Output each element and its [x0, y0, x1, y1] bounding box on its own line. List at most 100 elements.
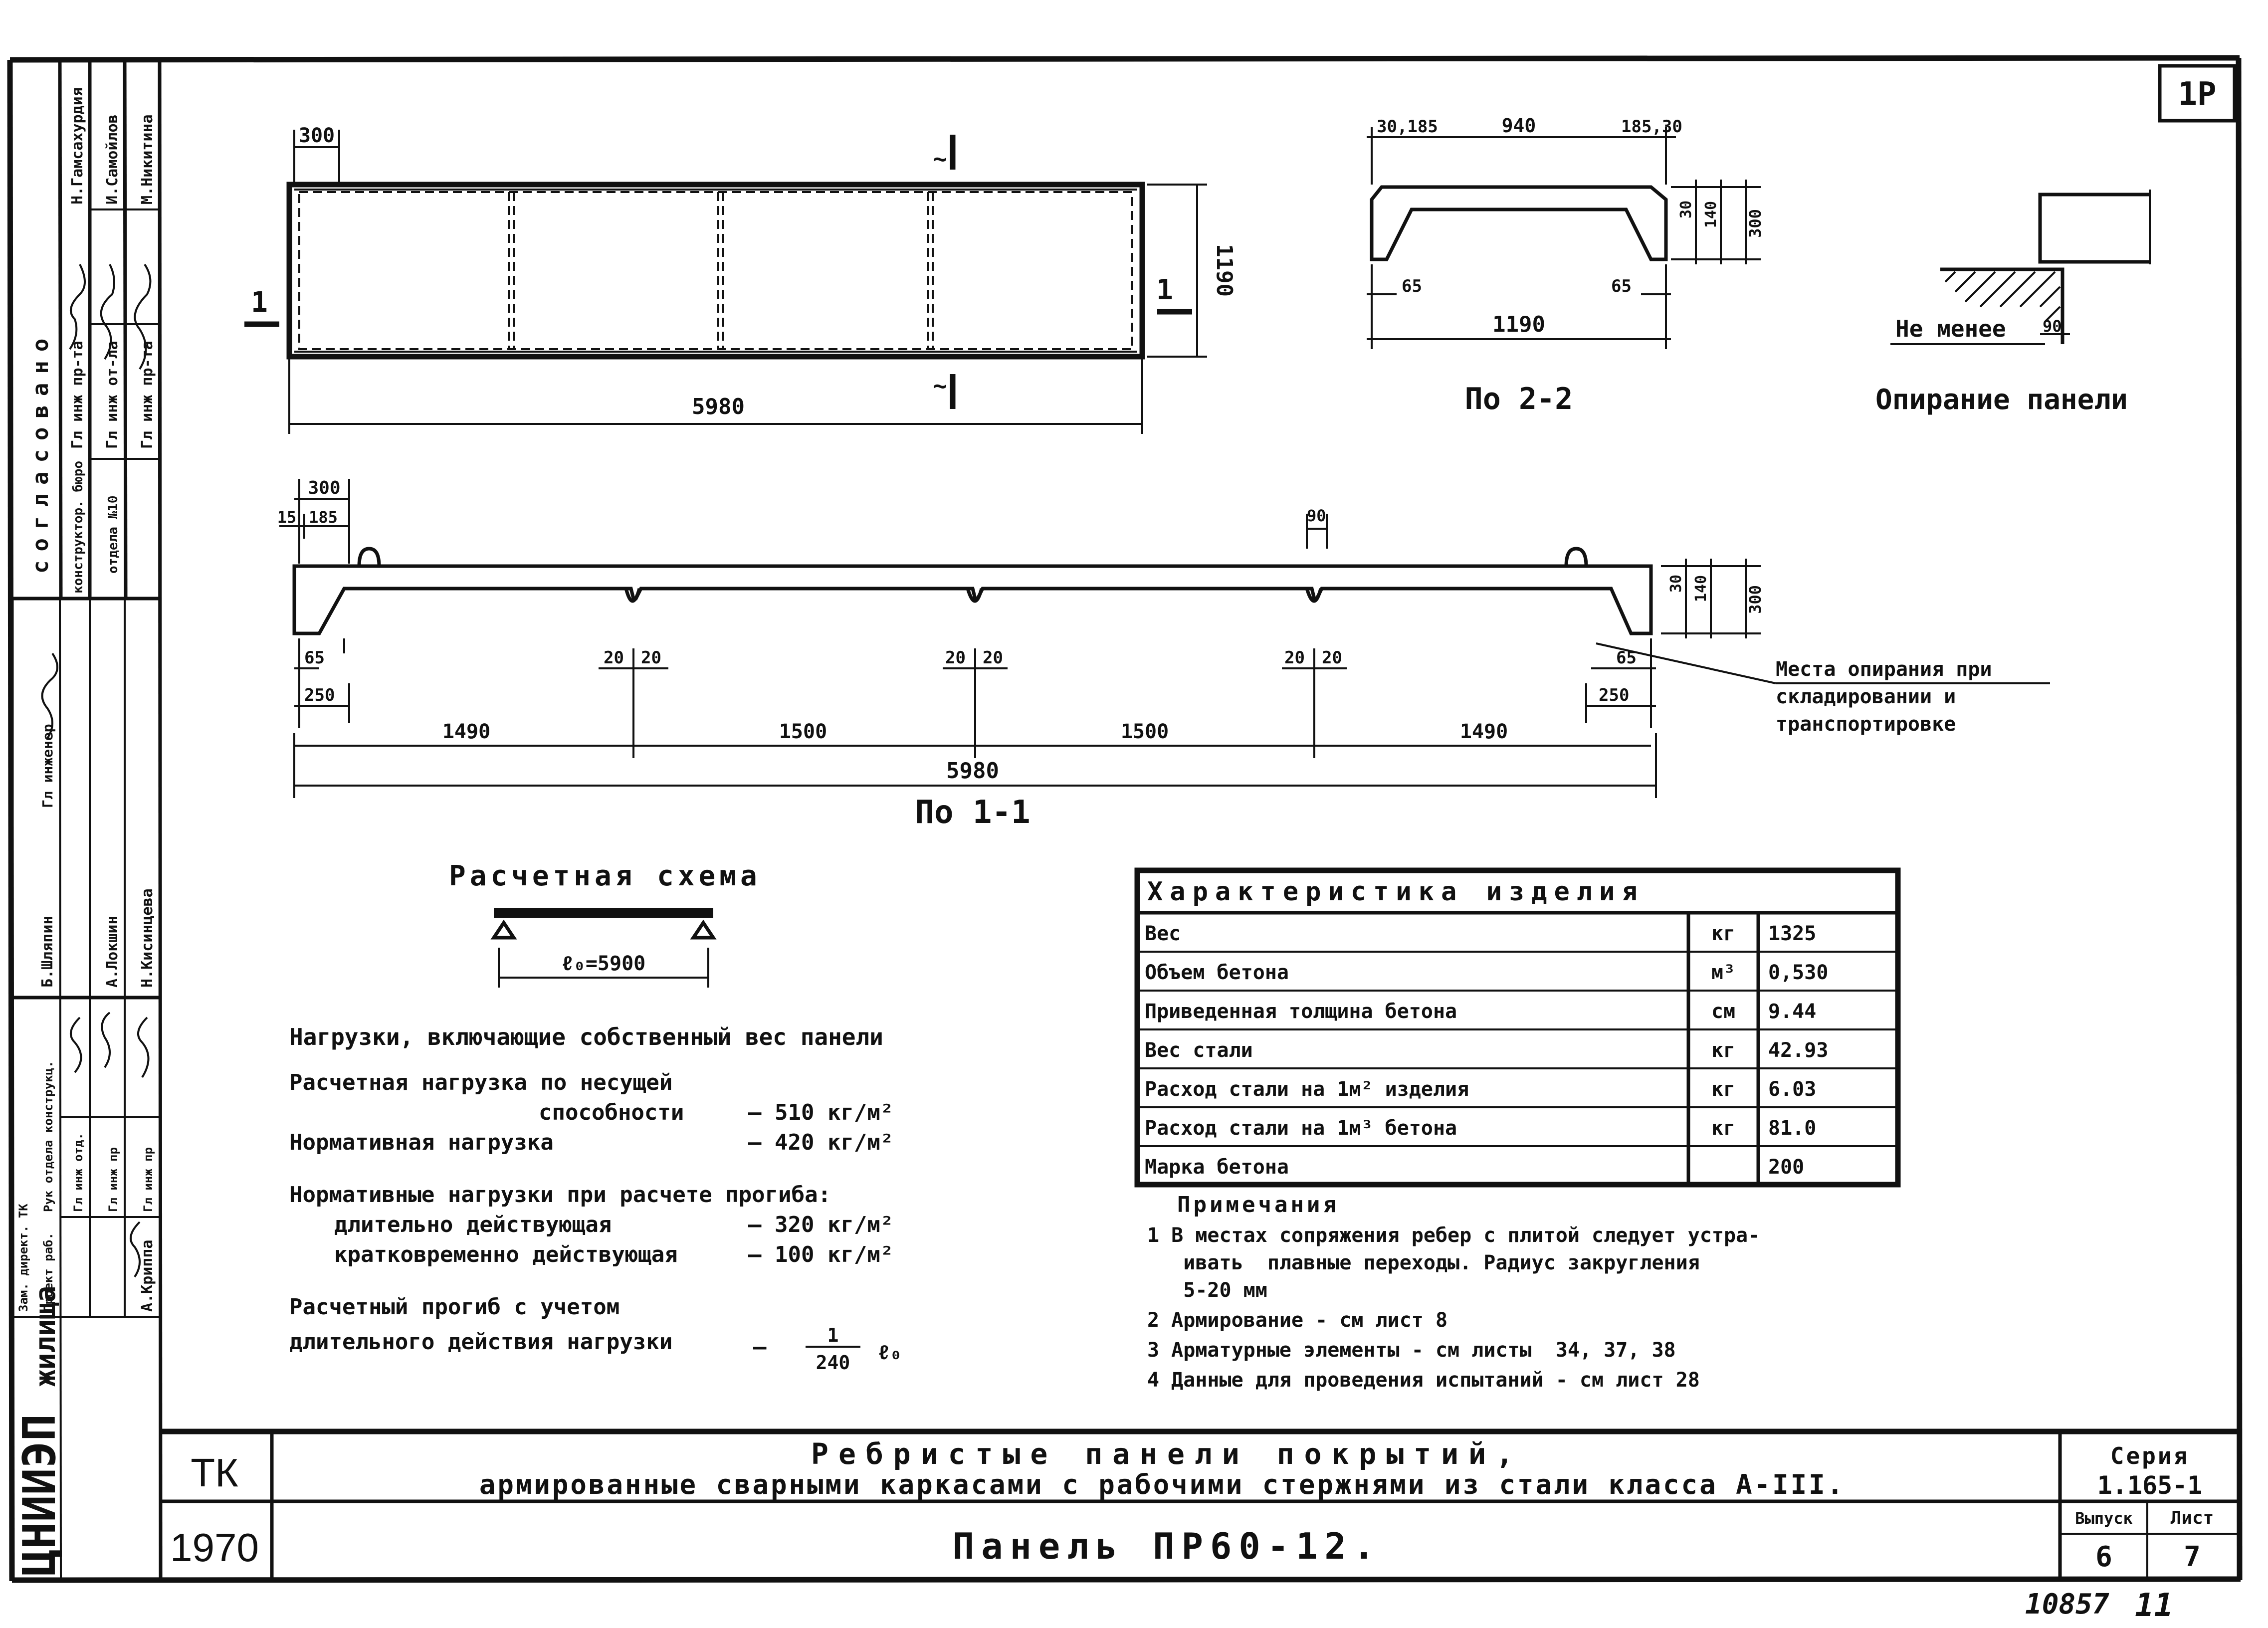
table-row-1-unit: кг [1711, 922, 1735, 945]
plan-dim-width: 1190 [1212, 244, 1237, 297]
tb-title-2: армированные сварными каркасами с рабочи… [479, 1469, 1845, 1500]
side-role-5: Гл инж пр [141, 1147, 155, 1212]
loads-block: Нагрузки, включающие собственный вес пан… [289, 1023, 902, 1374]
tb-title-1: Ребристые панели покрытий, [811, 1437, 1523, 1471]
table-row-7-name: Марка бетона [1145, 1156, 1289, 1179]
table-row-7-value: 200 [1768, 1156, 1804, 1179]
staff-name-1: Б.Шляпин [39, 916, 56, 988]
table-row-4-unit: кг [1711, 1039, 1735, 1062]
loads-heading: Нагрузки, включающие собственный вес пан… [289, 1023, 883, 1050]
note-line-2: ивать плавные переходы. Радиус закруглен… [1147, 1251, 1700, 1274]
tb-year: 1970 [170, 1525, 259, 1570]
s11-rib-dim-2a: 20 [945, 648, 966, 668]
tb-issue-value: 6 [2095, 1541, 2112, 1573]
org-name-2: жилища [29, 1286, 62, 1387]
loads-l5: кратковременно действующая [334, 1242, 678, 1267]
tb-sheet-label: Лист [2171, 1508, 2214, 1528]
s11-dim-side-140: 140 [1692, 575, 1710, 602]
loads-l1b: способности [539, 1100, 684, 1125]
approval-role-1: Гл инж пр-та [69, 341, 86, 449]
loads-v1: – 510 кг/м² [748, 1100, 893, 1125]
loads-l2: Нормативная нагрузка [289, 1130, 554, 1155]
table-row-6-unit: кг [1711, 1117, 1735, 1140]
s11-span-1: 1490 [442, 720, 490, 743]
s22-dim-side-30: 30 [1677, 201, 1695, 218]
s11-dim-300: 300 [308, 478, 340, 498]
note-line-4: 2 Армирование - см лист 8 [1147, 1309, 1447, 1332]
approval-name-3: М.Никитина [139, 114, 156, 204]
s11-dim-185: 185 [309, 508, 338, 527]
s22-dim-top-left: 30,185 [1377, 117, 1438, 137]
footer: 10857 11 [2025, 1587, 2173, 1624]
approval-dept: конструктор. бюро [71, 461, 86, 594]
approval-name-2: И.Самойлов [104, 114, 121, 204]
approval-dept2: отдела №10 [106, 495, 121, 574]
s11-span-4: 1490 [1460, 720, 1508, 743]
side-role-3: Гл инж отд. [71, 1133, 85, 1212]
tb-title-3: Панель ПР60-12. [953, 1525, 1382, 1567]
title-block: ТК 1970 Ребристые панели покрытий, армир… [161, 1428, 2240, 1580]
s11-rib-dim-2b: 20 [983, 648, 1003, 668]
loads-v4: – 320 кг/м² [748, 1212, 893, 1237]
approval-heading: согласовано [28, 330, 53, 574]
design-scheme: Расчетная схема ℓ₀=5900 [449, 860, 761, 988]
loads-l3: Нормативные нагрузки при расчете прогиба… [289, 1182, 831, 1208]
plan-view: 300 5980 1190 1 1 ~ ~ [244, 124, 1237, 434]
note-line-1: 1 В местах сопряжения ребер с плитой сле… [1147, 1224, 1760, 1247]
s22-dim-side-140: 140 [1702, 201, 1720, 228]
note-line-5: 3 Арматурные элементы - см листы 34, 37,… [1147, 1339, 1676, 1362]
scheme-span: ℓ₀=5900 [562, 952, 646, 975]
s22-dim-top-mid: 940 [1502, 115, 1536, 137]
support-dim: 90 [2043, 317, 2062, 336]
table-row-1-value: 1325 [1768, 922, 1816, 945]
s22-label: По 2-2 [1465, 382, 1573, 416]
table-row-4-name: Вес стали [1145, 1039, 1253, 1062]
note-line-6: 4 Данные для проведения испытаний - см л… [1147, 1369, 1700, 1392]
sheet-frame [7, 55, 2243, 1583]
approval-texts: согласовано Гл инж пр-та Гл инж от-ла Гл… [13, 87, 156, 1576]
support-caption: Опирание панели [1875, 384, 2128, 416]
notes-block: Примечания 1 В местах сопряжения ребер с… [1147, 1192, 1760, 1392]
s22-dim-bottom-left: 65 [1402, 276, 1422, 296]
support-detail: 90 Не менее Опирание панели [1875, 190, 2151, 416]
s11-rib-dim-1b: 20 [641, 648, 661, 668]
table-row-5-unit: кг [1711, 1078, 1735, 1101]
footer-page: 11 [2135, 1587, 2173, 1624]
footer-archive: 10857 [2025, 1588, 2109, 1621]
s11-dim-side-300: 300 [1746, 585, 1765, 614]
tb-series-label: Серия [2110, 1442, 2189, 1469]
table-row-3-name: Приведенная толщина бетона [1145, 1000, 1457, 1023]
plan-section-mark-left: 1 [251, 286, 268, 319]
s11-total: 5980 [946, 758, 999, 784]
loads-v7-num: 1 [827, 1324, 839, 1346]
s11-note-line3: транспортировке [1776, 713, 1956, 736]
s11-span-3: 1500 [1121, 720, 1169, 743]
s22-dim-width: 1190 [1492, 312, 1545, 337]
loads-l4: длительно действующая [334, 1212, 612, 1237]
staff-name-2: А.Локшин [104, 916, 121, 988]
table-row-2-value: 0,530 [1768, 961, 1828, 984]
s22-dim-side-300: 300 [1746, 209, 1765, 238]
approval-name-1: Н.Гамсахурдия [69, 87, 86, 204]
loads-v7-dash: – [753, 1334, 767, 1360]
section-1-1: 300 15 185 90 30 140 300 65 250 65 250 [277, 478, 2050, 831]
side-role-2: Рук отдела конструкц. [41, 1061, 55, 1212]
s11-rib-dim-3a: 20 [1284, 648, 1305, 668]
scheme-title: Расчетная схема [449, 860, 761, 892]
table-row-4-value: 42.93 [1768, 1039, 1828, 1062]
s11-note-line2: складировании и [1776, 685, 1956, 708]
note-line-3: 5-20 мм [1147, 1279, 1267, 1302]
s11-dim-right-250: 250 [1599, 685, 1629, 705]
side-role-6: Проект раб. [41, 1232, 55, 1312]
s11-dim-left-250: 250 [304, 685, 335, 705]
table-row-2-name: Объем бетона [1145, 961, 1289, 984]
s11-dim-side-30: 30 [1667, 575, 1685, 593]
support-note: Не менее [1895, 315, 2006, 342]
table-row-6-value: 81.0 [1768, 1117, 1816, 1140]
table-row-3-value: 9.44 [1768, 1000, 1816, 1023]
loads-l1a: Расчетная нагрузка по несущей [289, 1070, 672, 1095]
plan-section-mark-right: 1 [1156, 274, 1173, 306]
side-role-1: Зам. директ. ТК [16, 1204, 30, 1312]
s11-dim-15: 15 [277, 508, 297, 527]
